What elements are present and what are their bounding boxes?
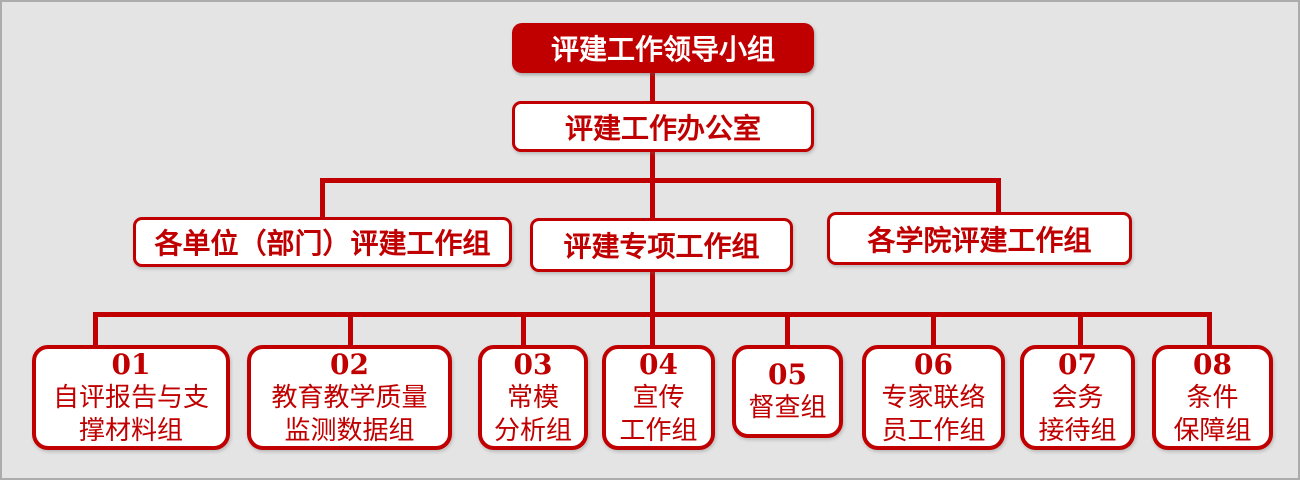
box-group-04: 04 宣传 工作组 — [602, 345, 715, 450]
connector-drop-college-group — [996, 181, 1001, 213]
unit-department-group-label: 各单位（部门）评建工作组 — [154, 228, 491, 259]
group-08-name-line2: 保障组 — [1173, 414, 1252, 445]
connector-drop-06 — [931, 315, 936, 346]
group-07-name-line2: 接待组 — [1038, 414, 1117, 445]
box-special-work-group: 评建专项工作组 — [530, 218, 793, 272]
office-label: 评建工作办公室 — [564, 112, 761, 144]
connector-drop-unit-group — [320, 181, 325, 218]
connector-drop-08 — [1207, 315, 1212, 346]
group-07-name-line1: 会务 — [1051, 382, 1104, 413]
connector-office-trunk — [650, 151, 655, 219]
group-03-name-line1: 常模 — [506, 382, 559, 413]
box-office: 评建工作办公室 — [512, 101, 814, 152]
group-02-number: 02 — [330, 347, 369, 381]
college-group-label: 各学院评建工作组 — [867, 224, 1092, 256]
connector-special-trunk — [650, 270, 655, 317]
leading-group-label: 评建工作领导小组 — [550, 34, 775, 65]
group-03-number: 03 — [513, 347, 553, 381]
group-02-name-line2: 监测数据组 — [284, 414, 415, 445]
group-06-name-line1: 专家联络 — [881, 382, 986, 413]
group-08-number: 08 — [1193, 347, 1232, 381]
connector-drop-05 — [785, 315, 790, 346]
special-work-group-label: 评建专项工作组 — [563, 231, 760, 262]
connector-drop-01 — [93, 315, 98, 346]
group-05-name-line1: 督查组 — [748, 392, 827, 423]
group-02-name-line1: 教育教学质量 — [271, 382, 428, 413]
box-group-05: 05 督查组 — [732, 345, 843, 438]
box-group-08: 08 条件 保障组 — [1152, 345, 1273, 450]
connector-root-to-office — [650, 72, 655, 103]
group-03-name-line2: 分析组 — [493, 414, 572, 445]
group-06-number: 06 — [914, 347, 953, 381]
box-unit-department-group: 各单位（部门）评建工作组 — [133, 217, 512, 267]
connector-drop-03 — [521, 315, 526, 346]
box-leading-group: 评建工作领导小组 — [512, 23, 814, 73]
group-05-number: 05 — [768, 358, 807, 392]
box-group-01: 01 自评报告与支 撑材料组 — [32, 345, 230, 450]
connector-level3-rail — [320, 178, 1001, 183]
connector-drop-07 — [1078, 315, 1083, 346]
connector-drop-04 — [650, 315, 655, 346]
box-group-06: 06 专家联络 员工作组 — [862, 345, 1005, 450]
group-04-name-line1: 宣传 — [632, 382, 685, 413]
group-07-number: 07 — [1058, 347, 1097, 381]
box-group-03: 03 常模 分析组 — [478, 345, 588, 450]
connector-drop-02 — [348, 315, 353, 346]
group-08-name-line1: 条件 — [1186, 382, 1239, 413]
group-06-name-line2: 员工作组 — [881, 414, 986, 445]
box-group-07: 07 会务 接待组 — [1020, 345, 1135, 450]
group-04-number: 04 — [639, 347, 678, 381]
box-college-group: 各学院评建工作组 — [827, 212, 1132, 265]
group-01-name-line1: 自评报告与支 — [52, 382, 209, 413]
group-01-name-line2: 撑材料组 — [78, 414, 183, 445]
connector-level4-rail — [93, 312, 1212, 317]
group-01-number: 01 — [111, 347, 151, 381]
group-04-name-line2: 工作组 — [619, 414, 698, 445]
box-group-02: 02 教育教学质量 监测数据组 — [247, 345, 452, 450]
